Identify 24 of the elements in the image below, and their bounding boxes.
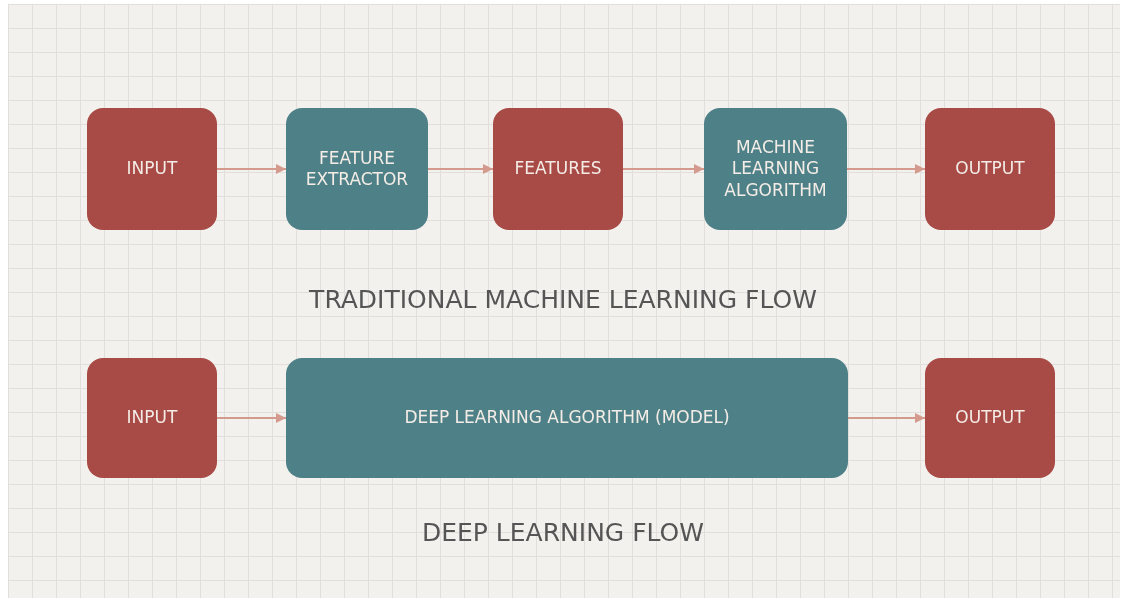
box-label: OUTPUT [955,407,1025,429]
box-label: FEATURE EXTRACTOR [304,147,410,191]
arrow [216,413,287,423]
data-box [925,108,1055,230]
arrow [846,164,926,174]
box-label: MACHINE LEARNING ALGORITHM [723,137,828,201]
process-box [704,108,847,230]
arrow [427,164,494,174]
process-box [286,108,428,230]
box-label: INPUT [126,407,178,429]
box-label: INPUT [126,158,178,180]
flow-caption: TRADITIONAL MACHINE LEARNING FLOW [309,285,817,314]
flow-caption: DEEP LEARNING FLOW [422,518,704,547]
box-label: OUTPUT [955,158,1025,180]
box-label: DEEP LEARNING ALGORITHM (MODEL) [404,407,730,429]
data-box [925,358,1055,478]
arrow [622,164,705,174]
data-box [493,108,623,230]
data-box [87,108,217,230]
process-box [286,358,848,478]
data-box [87,358,217,478]
box-label: FEATURES [514,158,602,180]
arrow [216,164,287,174]
arrow [847,413,926,423]
